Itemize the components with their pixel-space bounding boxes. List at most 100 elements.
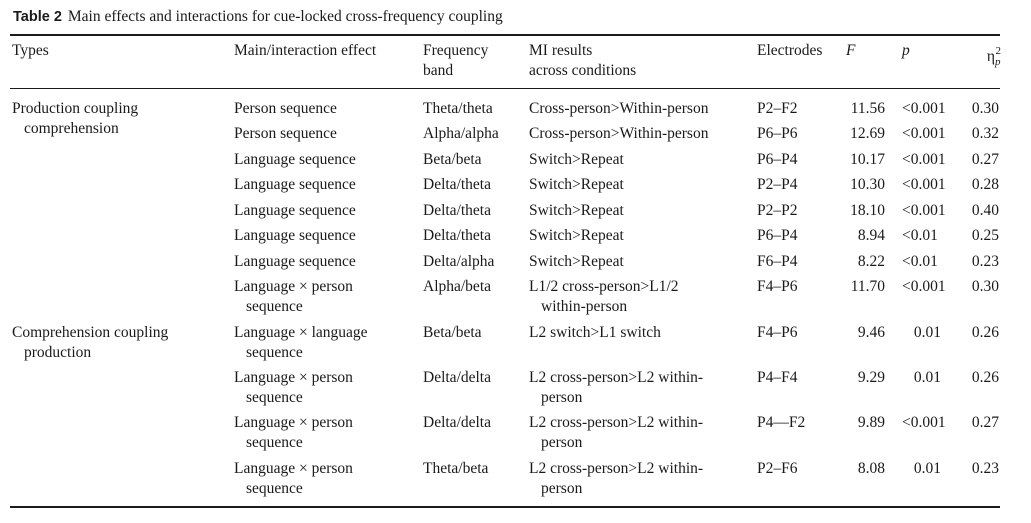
cell-band: Delta/alpha [423, 253, 495, 270]
header-effect: Main/interaction effect [234, 42, 377, 59]
header-eta: ηp2 [987, 41, 1001, 72]
cell-effect-line2: sequence [246, 434, 303, 451]
cell-mi-line2: person [541, 434, 583, 451]
cell-band: Alpha/alpha [423, 125, 499, 142]
cell-effect: Person sequence [234, 99, 414, 119]
cell-mi: Cross-person>Within-person [529, 124, 749, 144]
cell-f: 10.30 [850, 176, 885, 193]
cell-eta: 0.26 [971, 369, 999, 386]
cell-electrodes: P2–P4 [757, 176, 798, 193]
top-rule [10, 34, 1000, 36]
cell-mi: Switch>Repeat [529, 226, 749, 246]
cell-eta: 0.30 [971, 100, 999, 117]
cell-eta: 0.27 [971, 414, 999, 431]
cell-p: 0.01 [913, 324, 941, 341]
header-band-line2: band [423, 62, 454, 79]
cell-electrodes: P6–P4 [757, 151, 798, 168]
cell-mi-line2: person [541, 480, 583, 497]
cell-electrodes: P6–P6 [757, 125, 798, 142]
cell-mi: L2 switch>L1 switch [529, 323, 749, 343]
cell-mi-line1: Switch>Repeat [529, 151, 624, 168]
cell-band: Beta/beta [423, 151, 482, 168]
cell-f: 9.89 [857, 414, 885, 431]
cell-mi: Switch>Repeat [529, 201, 749, 221]
cell-mi: Cross-person>Within-person [529, 99, 749, 119]
cell-mi-line1: L2 cross-person>L2 within- [529, 414, 704, 431]
cell-electrodes: F4–P6 [757, 278, 798, 295]
cell-f: 9.29 [857, 369, 885, 386]
cell-mi-line2: within-person [541, 298, 628, 315]
cell-band: Delta/theta [423, 227, 491, 244]
cell-mi-line1: Cross-person>Within-person [529, 100, 709, 117]
cell-mi-line1: L2 switch>L1 switch [529, 324, 661, 341]
cell-f: 10.17 [850, 151, 885, 168]
cell-type-line2: comprehension [24, 120, 119, 137]
cell-type: Comprehension coupling production [12, 323, 222, 363]
cell-mi: L2 cross-person>L2 within-person [529, 459, 749, 499]
cell-mi-line2: person [541, 389, 583, 406]
cell-mi: Switch>Repeat [529, 252, 749, 272]
cell-type-line1: Comprehension coupling [12, 324, 169, 341]
cell-effect-line1: Language sequence [234, 202, 356, 219]
cell-effect-line1: Language sequence [234, 176, 356, 193]
cell-f: 8.94 [857, 227, 885, 244]
cell-mi-line1: Switch>Repeat [529, 176, 624, 193]
cell-mi-line1: L2 cross-person>L2 within- [529, 460, 704, 477]
cell-type-line2: production [24, 344, 92, 361]
cell-p: 0.01 [913, 369, 941, 386]
cell-f: 11.70 [850, 278, 885, 295]
cell-eta: 0.23 [971, 460, 999, 477]
cell-effect: Language sequence [234, 175, 414, 195]
cell-band: Alpha/beta [423, 278, 492, 295]
cell-eta: 0.32 [971, 125, 999, 142]
header-band-line1: Frequency [423, 42, 489, 59]
cell-effect: Language × person sequence [234, 368, 414, 408]
header-p: p [902, 42, 910, 59]
cell-effect-line1: Language × person [234, 414, 353, 431]
cell-mi: Switch>Repeat [529, 175, 749, 195]
cell-p: <0.001 [902, 278, 946, 295]
cell-mi-line1: Switch>Repeat [529, 202, 624, 219]
cell-effect: Language sequence [234, 150, 414, 170]
cell-electrodes: P2–F2 [757, 100, 798, 117]
cell-effect-line2: sequence [246, 389, 303, 406]
cell-electrodes: P2–F6 [757, 460, 798, 477]
cell-mi-line1: Switch>Repeat [529, 227, 624, 244]
header-rule [10, 88, 1000, 89]
cell-effect-line1: Language sequence [234, 227, 356, 244]
cell-mi: L2 cross-person>L2 within-person [529, 368, 749, 408]
cell-effect: Language sequence [234, 252, 414, 272]
cell-effect-line1: Language sequence [234, 253, 356, 270]
cell-effect-line1: Person sequence [234, 100, 337, 117]
cell-electrodes: P4–F4 [757, 369, 798, 386]
cell-band: Delta/delta [423, 414, 491, 431]
cell-electrodes: P6–P4 [757, 227, 798, 244]
header-f: F [846, 42, 856, 59]
cell-eta: 0.30 [971, 278, 999, 295]
cell-p: 0.01 [913, 460, 941, 477]
cell-effect-line1: Language × person [234, 460, 353, 477]
cell-eta: 0.27 [971, 151, 999, 168]
cell-mi-line1: Cross-person>Within-person [529, 125, 709, 142]
header-mi-line1: MI results [529, 42, 593, 59]
cell-p: <0.001 [902, 100, 946, 117]
cell-effect-line2: sequence [246, 344, 303, 361]
cell-effect: Language × person sequence [234, 413, 414, 453]
header-eta-symbol: η [986, 48, 995, 65]
cell-effect-line2: sequence [246, 298, 303, 315]
header-mi: MI results across conditions [529, 41, 749, 81]
cell-f: 12.69 [850, 125, 885, 142]
cell-f: 11.56 [850, 100, 885, 117]
header-eta-sup: 2 [995, 45, 1002, 57]
cell-effect-line1: Language × person [234, 369, 353, 386]
cell-p: <0.001 [902, 202, 946, 219]
cell-f: 8.22 [857, 253, 885, 270]
cell-p: <0.01 [902, 253, 938, 270]
cell-effect-line1: Person sequence [234, 125, 337, 142]
cell-type-line1: Production coupling [12, 100, 139, 117]
cell-electrodes: P4—F2 [757, 414, 806, 431]
